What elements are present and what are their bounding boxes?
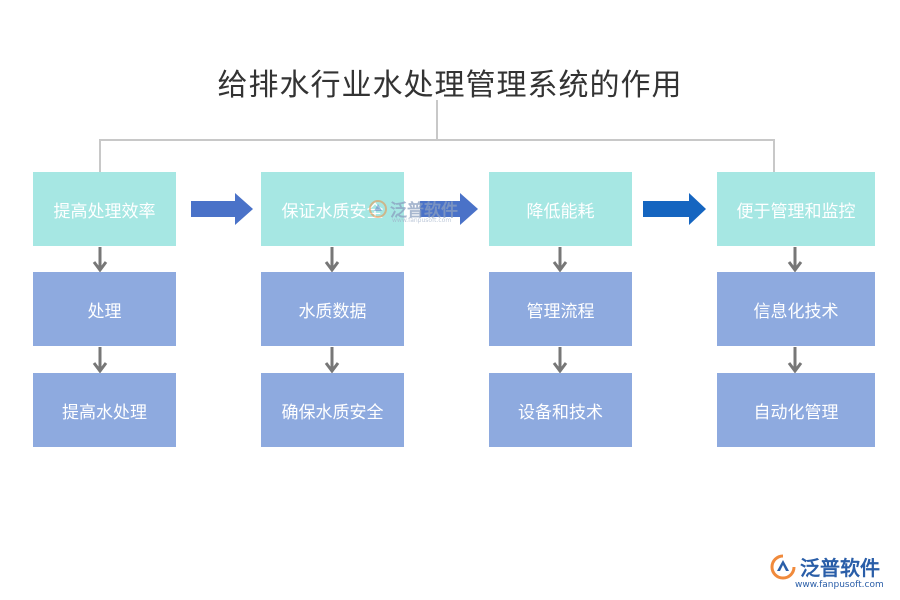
down-arrow-c2-1 bbox=[324, 247, 340, 273]
down-arrow-c1-1 bbox=[92, 247, 108, 273]
flow-arrow-2 bbox=[420, 193, 478, 225]
down-arrow-c4-1 bbox=[787, 247, 803, 273]
bottom-box-1: 提高水处理 bbox=[33, 373, 176, 447]
bottom-box-3: 设备和技术 bbox=[489, 373, 632, 447]
top-box-3: 降低能耗 bbox=[489, 172, 632, 246]
watermark-logo-icon bbox=[369, 199, 387, 218]
watermark: 泛普软件 bbox=[368, 196, 458, 221]
bottom-box-4: 自动化管理 bbox=[717, 373, 875, 447]
down-arrow-c1-2 bbox=[92, 347, 108, 374]
flow-arrow-1 bbox=[191, 193, 253, 225]
down-arrow-c4-2 bbox=[787, 347, 803, 374]
brand-logo: 泛普软件 bbox=[770, 552, 880, 581]
mid-box-1: 处理 bbox=[33, 272, 176, 346]
brand-logo-text: 泛普软件 bbox=[800, 556, 880, 580]
down-arrow-c3-1 bbox=[552, 247, 568, 273]
top-box-1: 提高处理效率 bbox=[33, 172, 176, 246]
mid-box-4: 信息化技术 bbox=[717, 272, 875, 346]
mid-box-3: 管理流程 bbox=[489, 272, 632, 346]
watermark-text: 泛普软件 bbox=[390, 201, 458, 221]
brand-logo-icon bbox=[770, 554, 796, 579]
top-box-4: 便于管理和监控 bbox=[717, 172, 875, 246]
diagram-title: 给排水行业水处理管理系统的作用 bbox=[217, 68, 683, 103]
flow-arrow-3 bbox=[643, 193, 706, 225]
watermark-url: www.fanpusoft.com bbox=[392, 217, 452, 224]
down-arrow-c2-2 bbox=[324, 347, 340, 374]
brand-logo-url: www.fanpusoft.com bbox=[795, 580, 884, 590]
bottom-box-2: 确保水质安全 bbox=[261, 373, 404, 447]
down-arrow-c3-2 bbox=[552, 347, 568, 374]
mid-box-2: 水质数据 bbox=[261, 272, 404, 346]
